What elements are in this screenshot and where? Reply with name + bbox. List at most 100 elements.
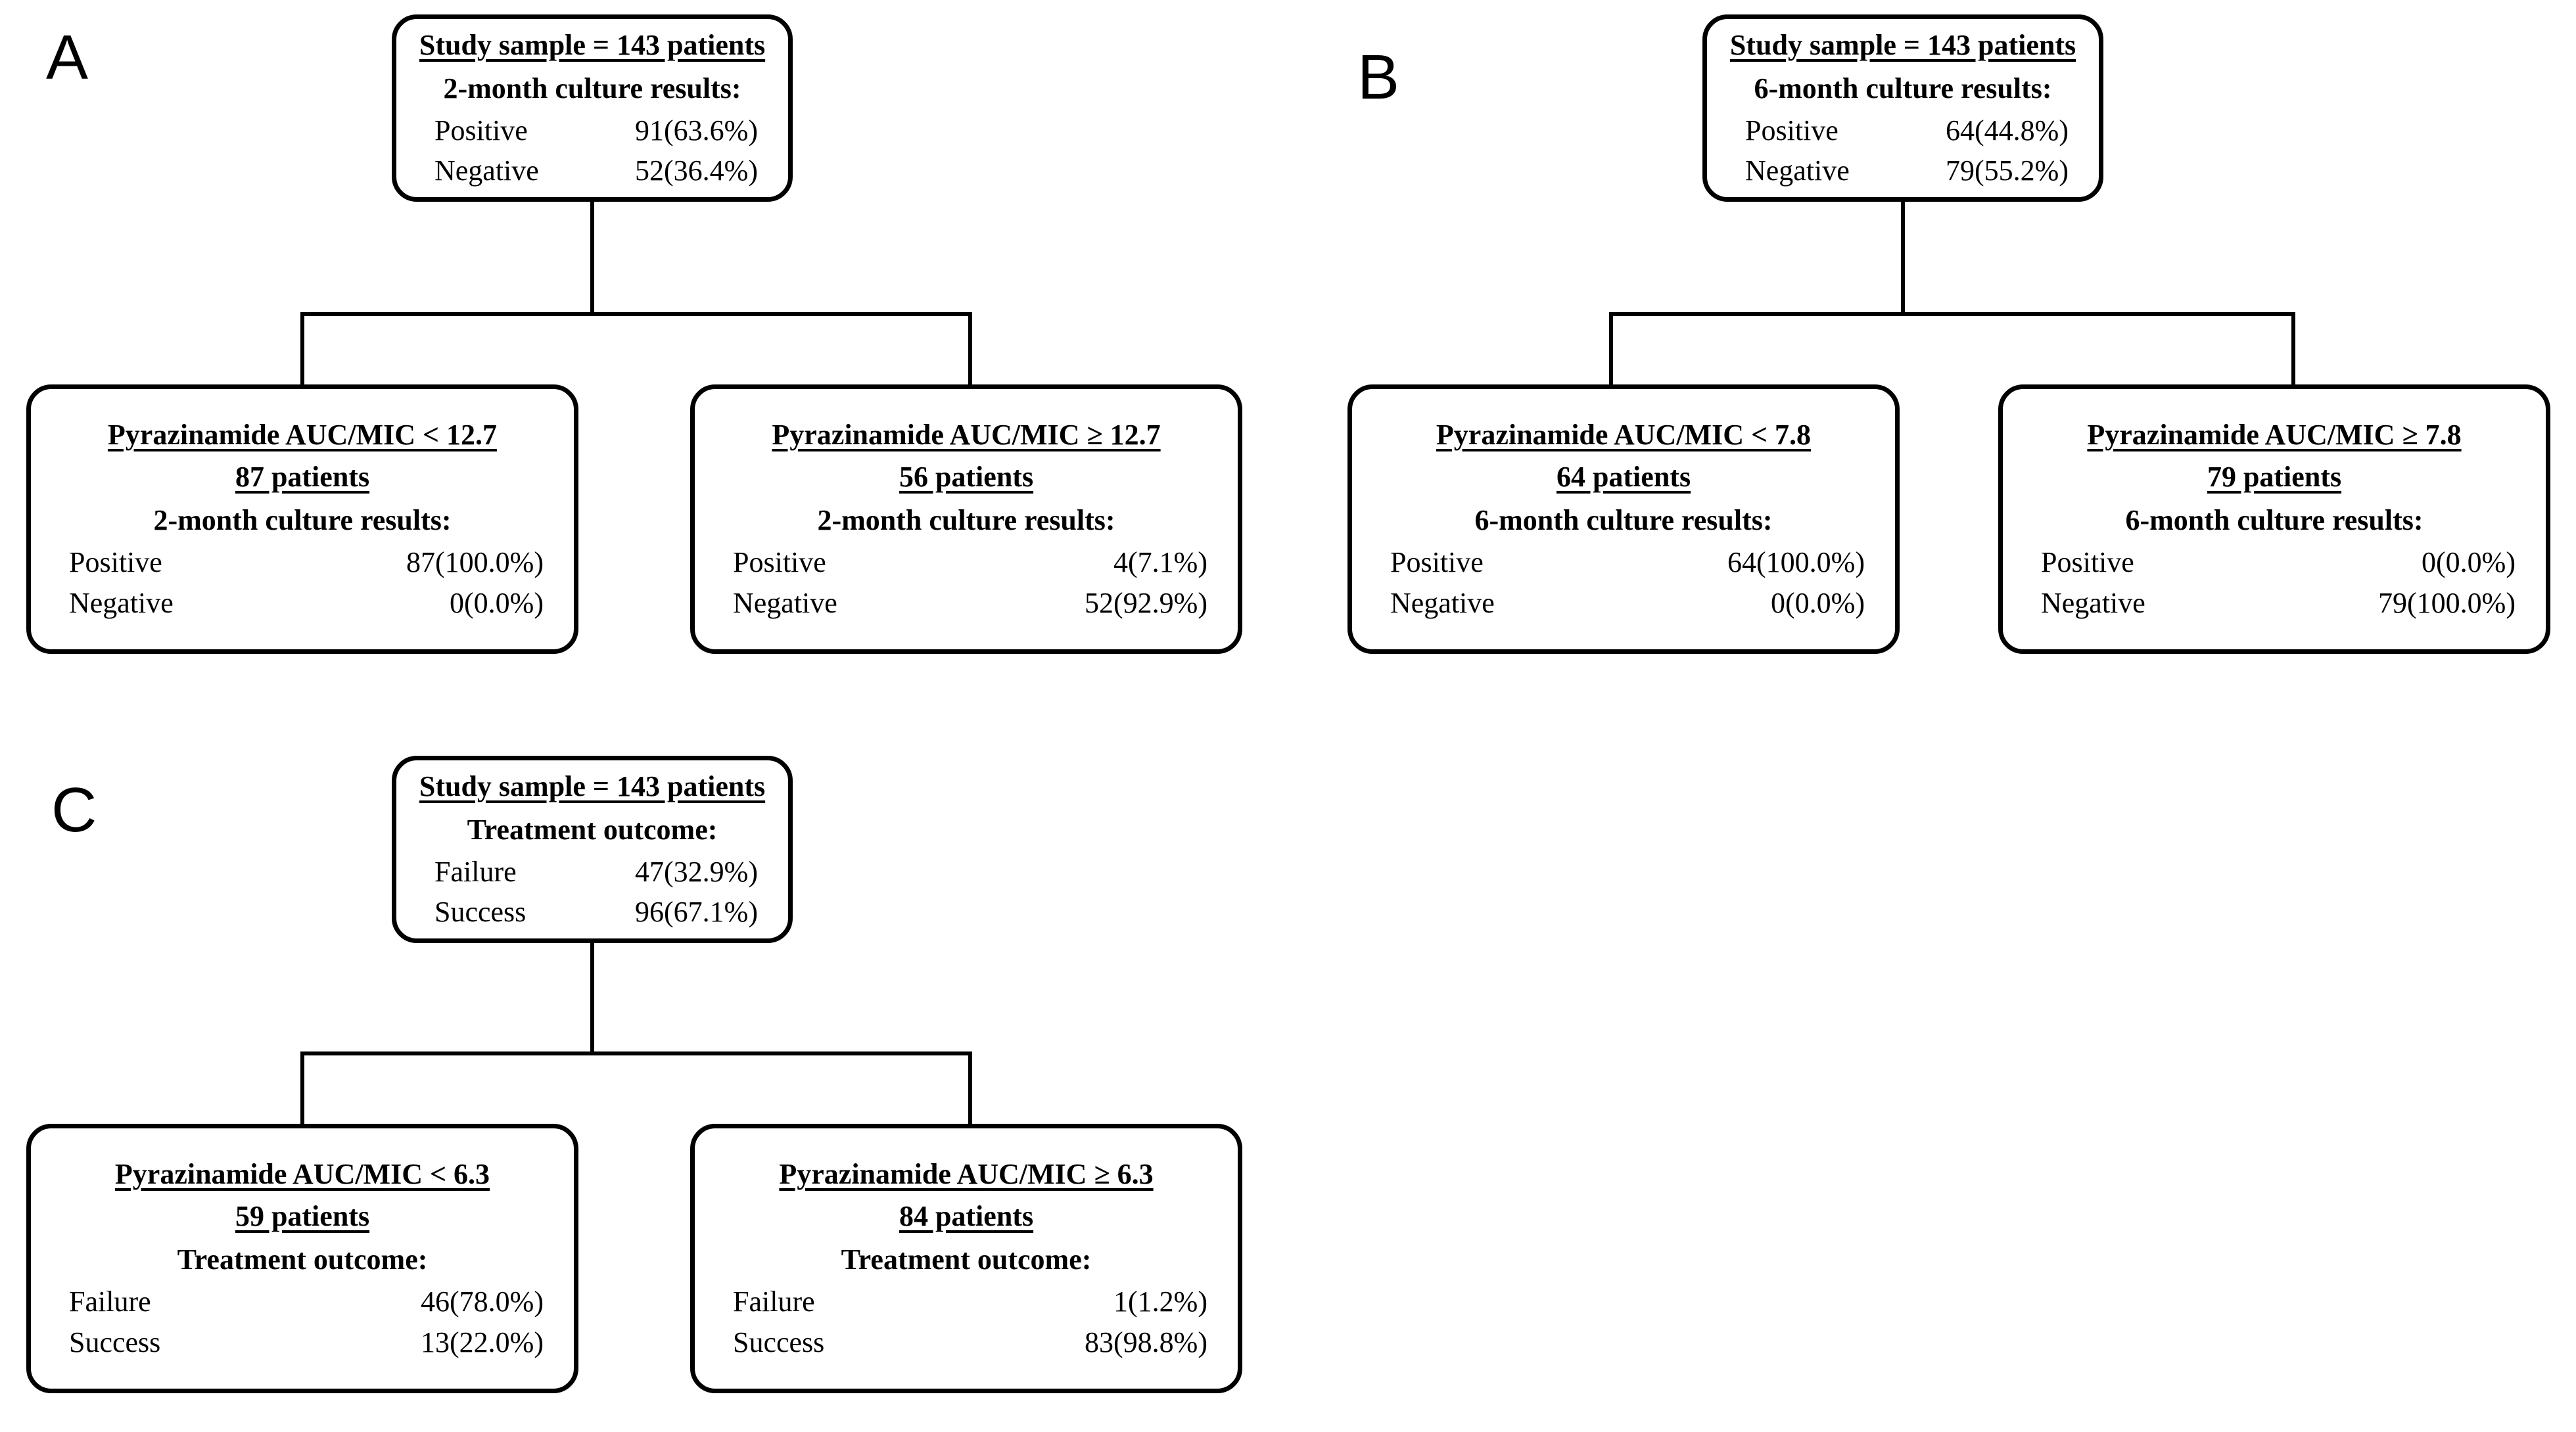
row-value: 96(67.1%) xyxy=(635,896,758,929)
row-label: Negative xyxy=(1390,586,1495,619)
panel-label-b: B xyxy=(1357,42,1400,112)
row-label: Success xyxy=(434,896,527,929)
connector-a-drop-right xyxy=(968,312,972,386)
connector-b-drop-right xyxy=(2291,312,2295,386)
row-label: Negative xyxy=(69,586,174,619)
table-row: Positive 4(7.1%) xyxy=(717,545,1215,580)
node-b-child-left-title: Pyrazinamide AUC/MIC < 7.8 xyxy=(1436,419,1812,451)
row-value: 52(36.4%) xyxy=(635,154,758,187)
row-label: Failure xyxy=(733,1285,815,1318)
node-c-root: Study sample = 143 patients Treatment ou… xyxy=(392,756,793,943)
node-a-root-subtitle: 2-month culture results: xyxy=(443,72,741,104)
node-b-child-left-count: 64 patients xyxy=(1556,461,1691,494)
table-row: Failure 1(1.2%) xyxy=(717,1285,1215,1319)
node-a-child-left-count: 87 patients xyxy=(235,461,370,494)
node-a-child-left-subtitle: 2-month culture results: xyxy=(153,504,452,537)
node-c-child-right-rows: Failure 1(1.2%) Success 83(98.8%) xyxy=(717,1285,1215,1360)
row-value: 79(100.0%) xyxy=(2378,586,2516,619)
table-row: Positive 64(44.8%) xyxy=(1729,114,2076,148)
node-c-child-left: Pyrazinamide AUC/MIC < 6.3 59 patients T… xyxy=(26,1124,578,1393)
table-row: Negative 52(36.4%) xyxy=(419,154,766,188)
row-label: Negative xyxy=(1745,154,1850,187)
row-value: 0(0.0%) xyxy=(2422,545,2516,578)
connector-a-stem xyxy=(590,202,594,314)
row-value: 83(98.8%) xyxy=(1085,1326,1207,1358)
row-label: Success xyxy=(69,1326,161,1358)
node-c-root-title: Study sample = 143 patients xyxy=(419,770,766,802)
row-value: 79(55.2%) xyxy=(1946,154,2069,187)
table-row: Negative 79(55.2%) xyxy=(1729,154,2076,188)
node-a-child-right-rows: Positive 4(7.1%) Negative 52(92.9%) xyxy=(717,545,1215,620)
row-value: 47(32.9%) xyxy=(635,855,758,888)
row-value: 64(44.8%) xyxy=(1946,114,2069,147)
node-b-root-title: Study sample = 143 patients xyxy=(1729,28,2076,61)
node-c-child-left-rows: Failure 46(78.0%) Success 13(22.0%) xyxy=(53,1285,551,1360)
connector-c-drop-right xyxy=(968,1051,972,1126)
table-row: Negative 52(92.9%) xyxy=(717,586,1215,620)
row-label: Negative xyxy=(733,586,837,619)
node-b-child-right-count: 79 patients xyxy=(2207,461,2342,494)
node-c-root-subtitle: Treatment outcome: xyxy=(467,813,718,846)
node-a-child-right-title: Pyrazinamide AUC/MIC ≥ 12.7 xyxy=(772,419,1161,451)
node-a-child-right: Pyrazinamide AUC/MIC ≥ 12.7 56 patients … xyxy=(690,384,1242,654)
connector-c-stem xyxy=(590,943,594,1053)
row-label: Positive xyxy=(733,545,826,578)
node-b-root-subtitle: 6-month culture results: xyxy=(1754,72,2052,104)
table-row: Success 96(67.1%) xyxy=(419,895,766,929)
node-a-child-left-title: Pyrazinamide AUC/MIC < 12.7 xyxy=(107,419,498,451)
connector-c-bar xyxy=(300,1051,972,1055)
row-value: 46(78.0%) xyxy=(421,1285,544,1318)
node-b-child-right-title: Pyrazinamide AUC/MIC ≥ 7.8 xyxy=(2087,419,2462,451)
row-value: 0(0.0%) xyxy=(450,586,544,619)
row-value: 87(100.0%) xyxy=(406,545,544,578)
node-a-child-left-rows: Positive 87(100.0%) Negative 0(0.0%) xyxy=(53,545,551,620)
node-c-child-right-subtitle: Treatment outcome: xyxy=(841,1243,1092,1276)
node-b-child-right-rows: Positive 0(0.0%) Negative 79(100.0%) xyxy=(2025,545,2523,620)
table-row: Success 13(22.0%) xyxy=(53,1326,551,1360)
connector-c-drop-left xyxy=(300,1051,304,1126)
row-value: 13(22.0%) xyxy=(421,1326,544,1358)
row-label: Negative xyxy=(2041,586,2145,619)
connector-b-bar xyxy=(1609,312,2295,316)
table-row: Negative 0(0.0%) xyxy=(53,586,551,620)
table-row: Failure 47(32.9%) xyxy=(419,855,766,889)
table-row: Negative 0(0.0%) xyxy=(1374,586,1873,620)
row-label: Positive xyxy=(69,545,162,578)
connector-a-bar xyxy=(300,312,972,316)
row-value: 91(63.6%) xyxy=(635,114,758,147)
table-row: Positive 64(100.0%) xyxy=(1374,545,1873,580)
row-value: 4(7.1%) xyxy=(1113,545,1207,578)
node-c-child-left-subtitle: Treatment outcome: xyxy=(177,1243,428,1276)
node-c-child-left-title: Pyrazinamide AUC/MIC < 6.3 xyxy=(114,1158,490,1191)
node-b-child-right-subtitle: 6-month culture results: xyxy=(2125,504,2424,537)
node-b-child-left: Pyrazinamide AUC/MIC < 7.8 64 patients 6… xyxy=(1347,384,1900,654)
row-label: Positive xyxy=(2041,545,2134,578)
node-b-root: Study sample = 143 patients 6-month cult… xyxy=(1702,14,2103,202)
node-b-child-left-rows: Positive 64(100.0%) Negative 0(0.0%) xyxy=(1374,545,1873,620)
row-label: Positive xyxy=(1745,114,1838,147)
panel-label-a: A xyxy=(46,22,89,93)
node-b-child-left-subtitle: 6-month culture results: xyxy=(1474,504,1773,537)
table-row: Failure 46(78.0%) xyxy=(53,1285,551,1319)
node-a-child-right-subtitle: 2-month culture results: xyxy=(817,504,1115,537)
row-label: Negative xyxy=(434,154,539,187)
row-label: Success xyxy=(733,1326,825,1358)
node-c-child-left-count: 59 patients xyxy=(235,1200,370,1233)
node-c-root-rows: Failure 47(32.9%) Success 96(67.1%) xyxy=(419,855,766,930)
connector-b-drop-left xyxy=(1609,312,1613,386)
node-c-child-right-title: Pyrazinamide AUC/MIC ≥ 6.3 xyxy=(779,1158,1154,1191)
node-b-child-right: Pyrazinamide AUC/MIC ≥ 7.8 79 patients 6… xyxy=(1998,384,2550,654)
connector-b-stem xyxy=(1901,202,1905,314)
connector-a-drop-left xyxy=(300,312,304,386)
node-b-root-rows: Positive 64(44.8%) Negative 79(55.2%) xyxy=(1729,114,2076,189)
node-a-root-title: Study sample = 143 patients xyxy=(419,28,766,61)
panel-label-c: C xyxy=(51,775,97,845)
table-row: Success 83(98.8%) xyxy=(717,1326,1215,1360)
node-a-child-right-count: 56 patients xyxy=(899,461,1034,494)
table-row: Negative 79(100.0%) xyxy=(2025,586,2523,620)
table-row: Positive 91(63.6%) xyxy=(419,114,766,148)
node-c-child-right-count: 84 patients xyxy=(899,1200,1034,1233)
row-value: 52(92.9%) xyxy=(1085,586,1207,619)
row-value: 64(100.0%) xyxy=(1727,545,1865,578)
